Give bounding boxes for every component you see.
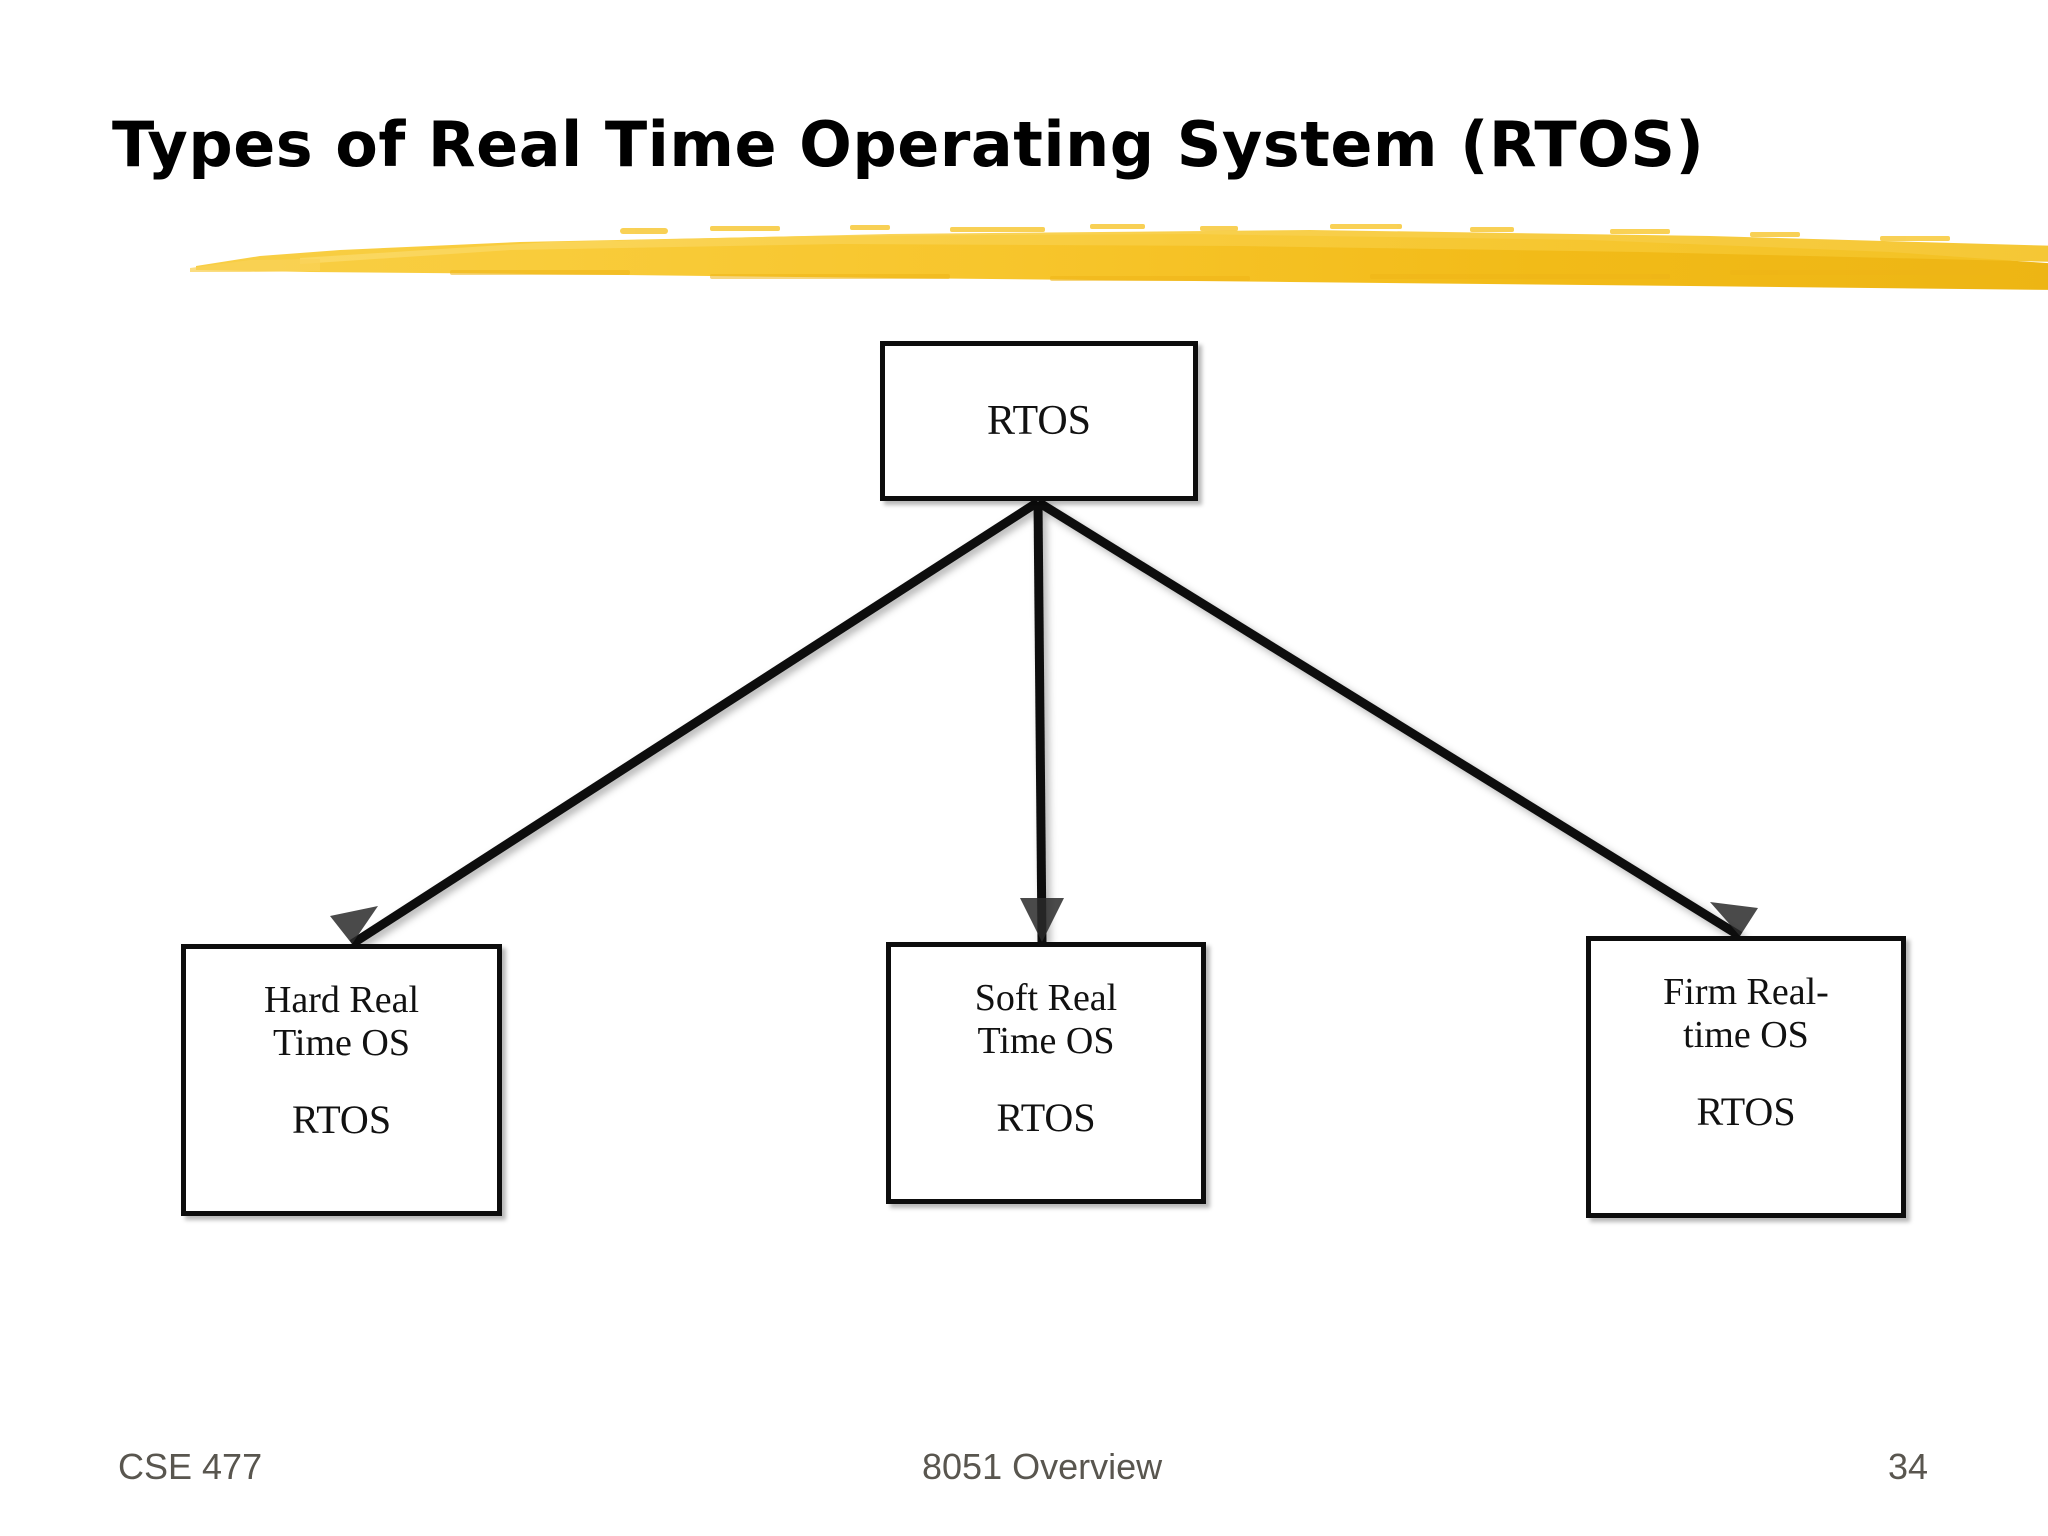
- node-soft-line1: Soft Real: [974, 977, 1118, 1019]
- node-firm-line1: Firm Real-: [1663, 971, 1829, 1013]
- page-title: Types of Real Time Operating System (RTO…: [112, 108, 1705, 181]
- node-soft-line2: Time OS: [977, 1019, 1115, 1062]
- node-firm-real-time-os-label: Firm Real- time OS: [1647, 971, 1845, 1056]
- node-firm-sublabel: RTOS: [1696, 1089, 1796, 1135]
- node-rtos-root-label: RTOS: [986, 397, 1092, 444]
- node-soft-sublabel: RTOS: [996, 1095, 1096, 1141]
- node-hard-line2: Time OS: [273, 1021, 410, 1064]
- footer-course-code: CSE 477: [118, 1446, 263, 1487]
- node-soft-real-time-os-label: Soft Real Time OS: [959, 977, 1133, 1062]
- node-hard-line1: Hard Real: [263, 979, 420, 1021]
- node-firm-real-time-os[interactable]: Firm Real- time OS RTOS: [1586, 936, 1906, 1218]
- node-hard-real-time-os-label: Hard Real Time OS: [248, 979, 435, 1064]
- node-hard-sublabel: RTOS: [291, 1097, 392, 1143]
- footer-page-number: 34: [1888, 1446, 1929, 1487]
- node-rtos-root[interactable]: RTOS: [880, 341, 1198, 501]
- node-soft-real-time-os[interactable]: Soft Real Time OS RTOS: [886, 942, 1206, 1204]
- node-hard-real-time-os[interactable]: Hard Real Time OS RTOS: [181, 944, 502, 1216]
- footer-deck-title: 8051 Overview: [922, 1446, 1163, 1487]
- node-firm-line2: time OS: [1683, 1013, 1809, 1056]
